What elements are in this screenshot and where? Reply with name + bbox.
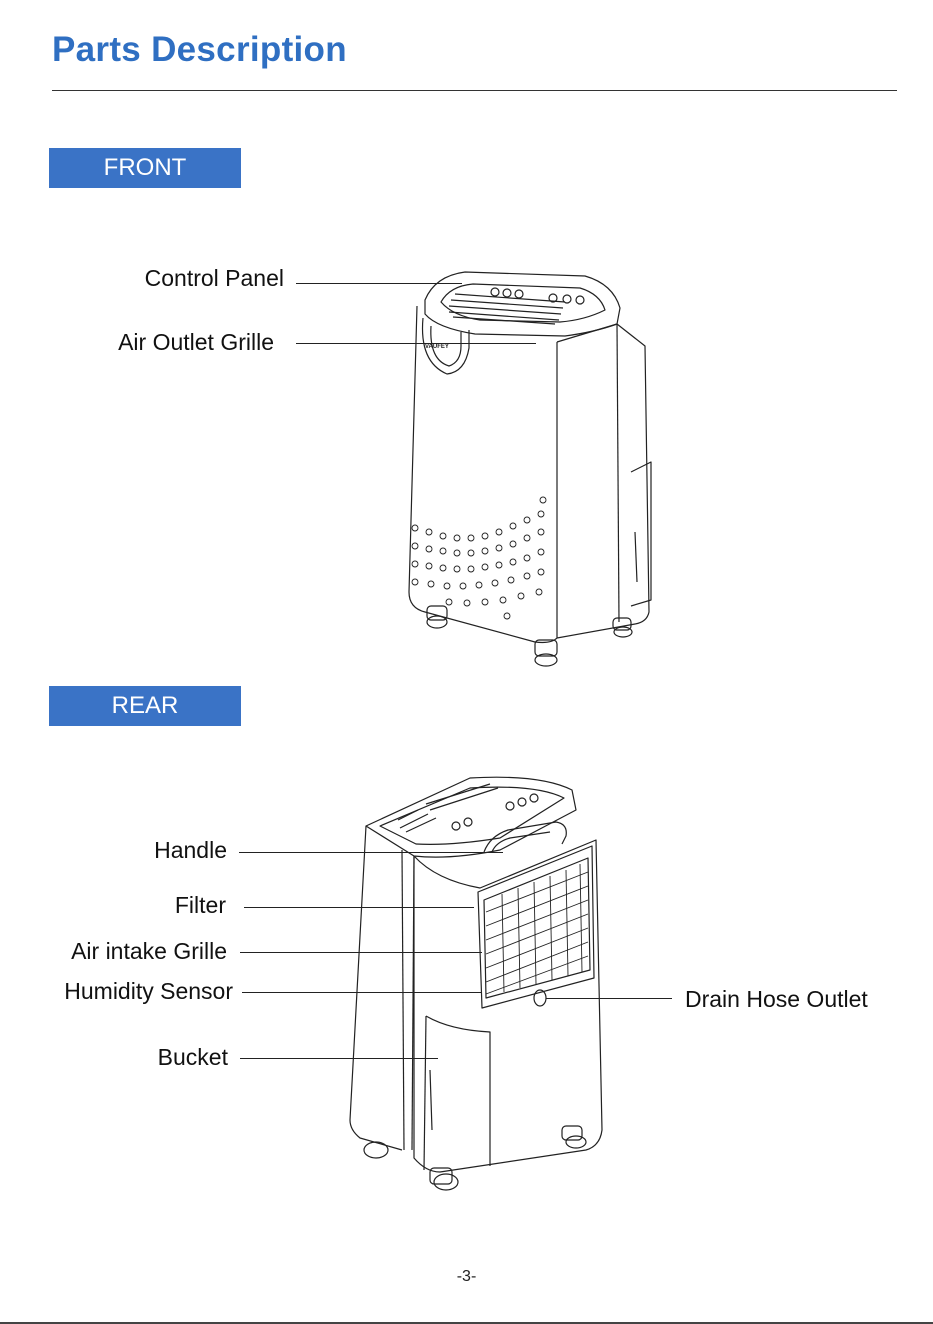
title-divider (52, 90, 897, 91)
page-number: -3- (0, 1268, 933, 1286)
label-drain-hose-outlet: Drain Hose Outlet (685, 986, 868, 1013)
label-humidity-sensor: Humidity Sensor (64, 978, 233, 1005)
label-filter: Filter (175, 892, 226, 919)
front-section-tag: FRONT (49, 148, 241, 188)
brand-logo-text: VAUFEY (425, 344, 449, 350)
rear-section-tag: REAR (49, 686, 241, 726)
page-title: Parts Description (52, 30, 347, 70)
label-control-panel: Control Panel (145, 265, 284, 292)
rear-dehumidifier-illustration (340, 770, 610, 1200)
label-handle: Handle (154, 837, 227, 864)
front-dehumidifier-illustration: VAUFEY (395, 262, 665, 674)
label-air-outlet-grille: Air Outlet Grille (118, 329, 274, 356)
label-bucket: Bucket (158, 1044, 228, 1071)
label-air-intake-grille: Air intake Grille (71, 938, 227, 965)
